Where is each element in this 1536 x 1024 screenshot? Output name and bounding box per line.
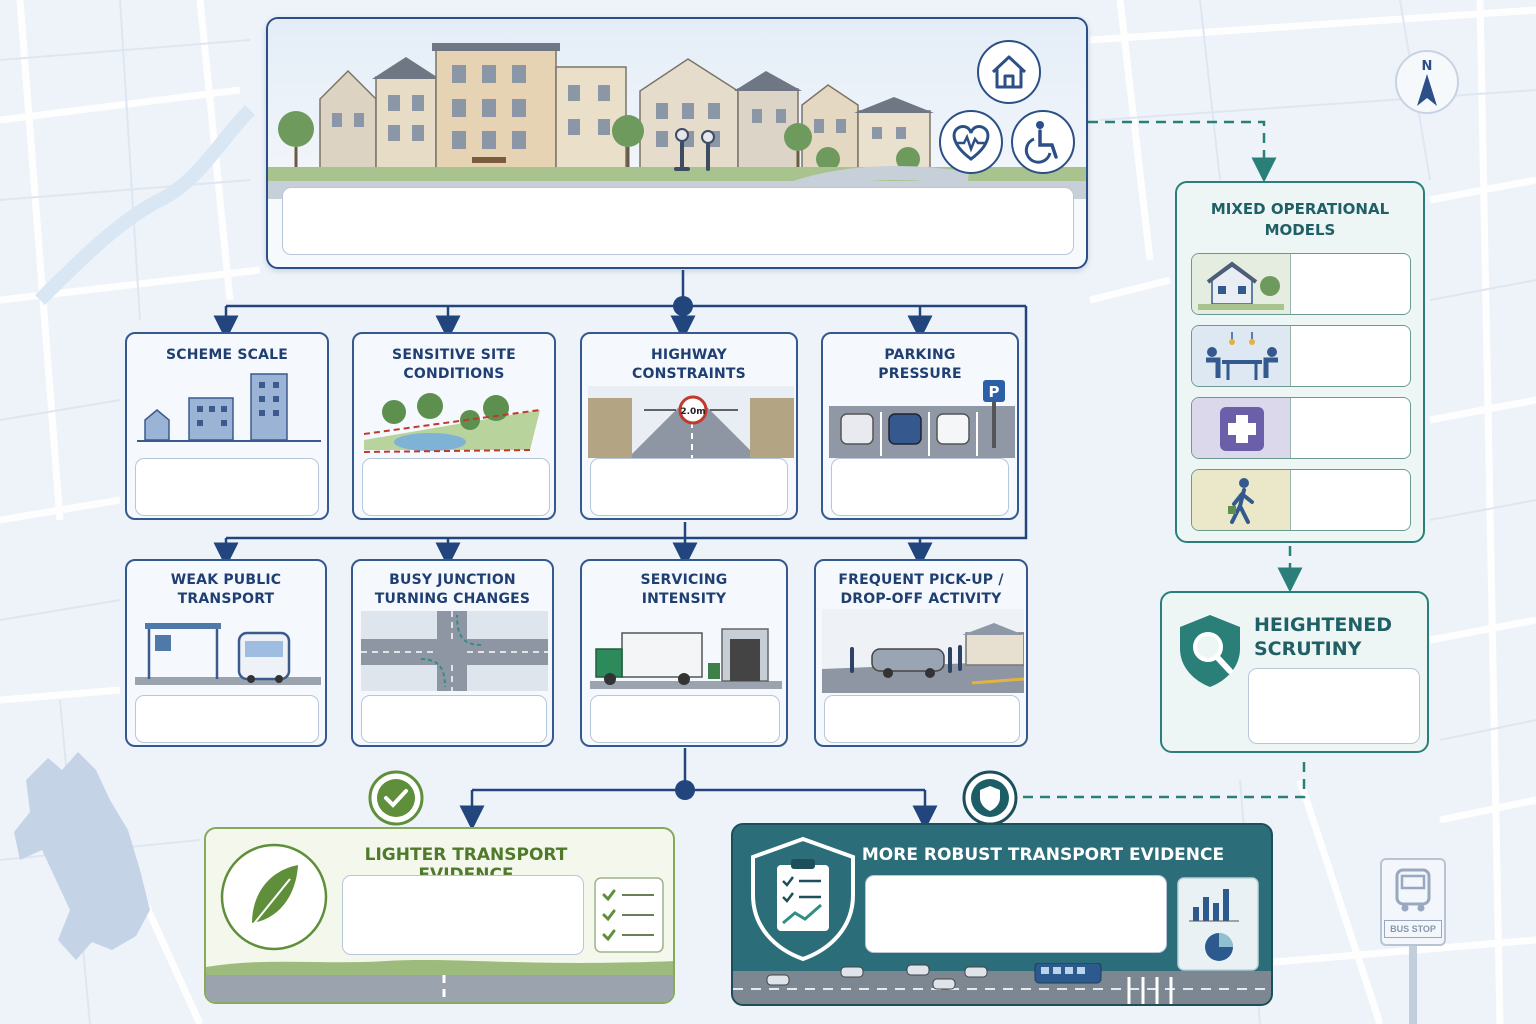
busy-road-illustration: [733, 963, 1271, 1004]
drop-off-illustration: [822, 609, 1024, 693]
scheme-description-box: [282, 187, 1074, 255]
factor-title: SCHEME SCALE: [165, 347, 289, 363]
care-village-illustration: [268, 19, 1086, 199]
factor-detail-box: [135, 458, 319, 516]
feather-icon: [220, 843, 328, 951]
factor-scheme-scale: SCHEME SCALE: [125, 332, 329, 520]
lighter-detail-box: [342, 875, 584, 955]
uk-map-icon: [14, 752, 150, 960]
shield-magnifier-icon: [1180, 615, 1240, 687]
model-residential: [1191, 253, 1411, 315]
delivery-truck-illustration: [590, 628, 782, 689]
wheelchair-icon: [1011, 110, 1075, 174]
bus-shelter-illustration: [135, 623, 321, 685]
compass-icon: N: [1395, 50, 1459, 114]
care-scheme-panel: [266, 17, 1088, 269]
model-visitor-walking: [1191, 469, 1411, 531]
junction-illustration: [361, 611, 548, 691]
robust-detail-box: [865, 875, 1167, 953]
factor-title: FREQUENT PICK-UP /DROP-OFF ACTIVITY: [838, 572, 1004, 607]
analytics-chart-icon: [1177, 877, 1259, 971]
svg-text:2.0m: 2.0m: [680, 407, 705, 417]
checklist-icon: [594, 877, 664, 953]
lighter-evidence-panel: LIGHTER TRANSPORT EVIDENCE: [204, 827, 675, 1004]
car-park-illustration: P: [829, 380, 1015, 458]
heart-rate-icon: [939, 110, 1003, 174]
buildings-scale-icon: [137, 373, 321, 442]
model-communal-dining: [1191, 325, 1411, 387]
factor-detail-box: [135, 695, 319, 743]
site-boundary-illustration: [363, 393, 541, 453]
factor-pickup-dropoff: FREQUENT PICK-UP /DROP-OFF ACTIVITY: [814, 559, 1028, 747]
shield-clipboard-icon: [751, 836, 855, 962]
robust-evidence-panel: MORE ROBUST TRANSPORT EVIDENCE: [731, 823, 1273, 1006]
walking-person-icon: [1228, 478, 1254, 524]
narrow-road-illustration: 2.0m: [588, 386, 794, 458]
factor-detail-box: [361, 695, 547, 743]
check-badge-icon: [368, 770, 424, 826]
outcome-title: MORE ROBUST TRANSPORT EVIDENCE: [861, 845, 1225, 865]
home-icon: [977, 40, 1041, 104]
factor-detail-box: [362, 458, 550, 516]
factor-detail-box: [831, 458, 1009, 516]
dining-table-icon: [1206, 332, 1278, 380]
medical-cross-icon: [1220, 407, 1264, 451]
factor-detail-box: [824, 695, 1020, 743]
shield-badge-icon: [962, 770, 1018, 826]
model-healthcare: [1191, 397, 1411, 459]
factor-detail-box: [590, 695, 780, 743]
scrutiny-detail-box: [1248, 668, 1420, 744]
svg-text:P: P: [989, 383, 1000, 401]
open-road-illustration: [206, 960, 673, 1002]
bus-icon: [1395, 868, 1431, 912]
svg-text:N: N: [1422, 59, 1433, 74]
bus-stop-sign: BUS STOP: [1380, 858, 1446, 1024]
factor-detail-box: [590, 458, 788, 516]
house-icon: [1198, 261, 1284, 310]
